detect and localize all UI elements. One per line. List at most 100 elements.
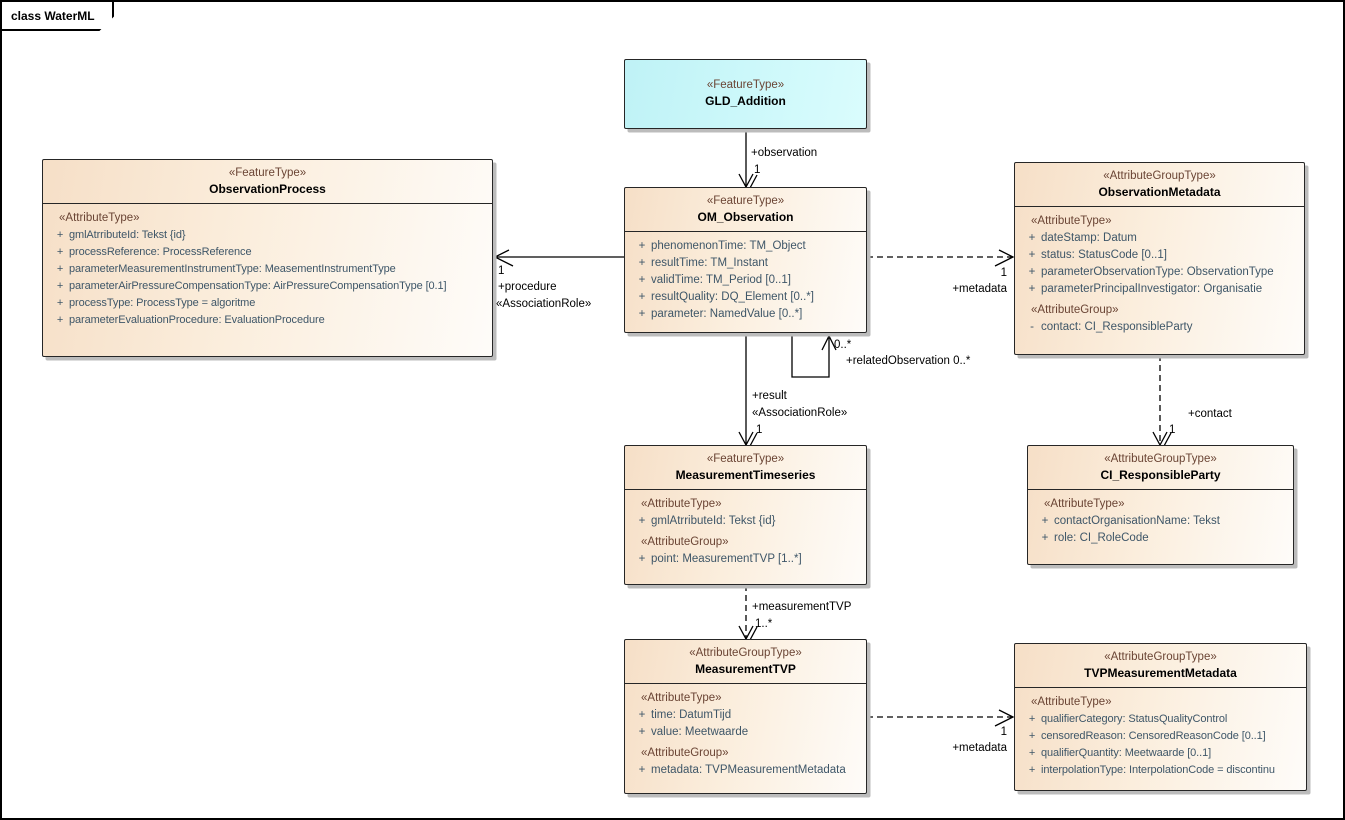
visibility-symbol: + xyxy=(56,246,64,258)
attribute: + qualifierCategory: StatusQualityControl xyxy=(1023,711,1298,728)
attribute-text: processReference: ProcessReference xyxy=(69,246,252,258)
attribute-group-stereotype: «AttributeGroup» xyxy=(641,536,729,548)
visibility-symbol: - xyxy=(1030,321,1034,333)
visibility-symbol: + xyxy=(638,515,646,527)
visibility-symbol: + xyxy=(56,314,64,326)
arrowhead-up-icon xyxy=(821,334,837,351)
attribute-compartment: «AttributeType»+time: DatumTijd+value: M… xyxy=(625,683,866,783)
attribute: + interpolationType: InterpolationCode = … xyxy=(1023,762,1298,779)
connector-multiplicity: 0..* xyxy=(834,339,852,351)
class-name: ObservationProcess xyxy=(209,182,326,196)
attribute-text: value: Meetwaarde xyxy=(651,726,749,738)
attribute-text: parameterMeasurementInstrumentType: Meas… xyxy=(69,263,396,275)
attribute-text: resultTime: TM_Instant xyxy=(651,257,768,269)
visibility-symbol: + xyxy=(1041,532,1049,544)
attribute-text: contactOrganisationName: Tekst xyxy=(1054,515,1220,527)
connector-label-observation: +observation xyxy=(751,147,818,159)
class-om-observation[interactable]: «FeatureType» OM_Observation +phenomenon… xyxy=(624,187,867,333)
attribute-compartment: «AttributeType» + contactOrganisationName:… xyxy=(1028,489,1293,551)
attribute: + parameterEvaluationProcedure: Evaluatio… xyxy=(51,312,484,329)
attribute-text: parameterObservationType: ObservationTyp… xyxy=(1041,266,1274,278)
attribute-compartment: «AttributeType»+gmlAtrributeId: Tekst {i… xyxy=(625,489,866,572)
attribute-text: metadata: TVPMeasurementMetadata xyxy=(651,764,846,776)
visibility-symbol: + xyxy=(638,709,646,721)
attribute-group-stereotype: «AttributeType» xyxy=(1031,215,1112,227)
attribute-text: status: StatusCode [0..1] xyxy=(1041,249,1167,261)
class-name: ObservationMetadata xyxy=(1098,185,1221,199)
connector-multiplicity: 1 xyxy=(1000,267,1007,279)
attribute-group-stereotype: «AttributeType» xyxy=(1031,696,1112,708)
visibility-symbol: + xyxy=(56,263,64,275)
class-name: MeasurementTVP xyxy=(695,662,796,676)
visibility-symbol: + xyxy=(1028,764,1036,776)
connector-label-metadata: +metadata xyxy=(952,742,1007,754)
attribute: +parameterPrincipalInvestigator: Organis… xyxy=(1023,281,1296,298)
attribute-text: censoredReason: CensoredReasonCode [0..1… xyxy=(1041,730,1266,742)
attribute-text: dateStamp: Datum xyxy=(1041,232,1137,244)
attribute-compartment: +phenomenonTime: TM_Object+resultTime: T… xyxy=(625,231,866,327)
class-measurement-tvp[interactable]: «AttributeGroupType» MeasurementTVP «Att… xyxy=(624,639,867,794)
class-ci-responsible-party[interactable]: «AttributeGroupType» CI_ResponsibleParty… xyxy=(1027,445,1294,565)
attribute: + parameterObservationType: ObservationTy… xyxy=(1023,264,1296,281)
visibility-symbol: + xyxy=(56,229,64,241)
attribute-group-stereotype: «AttributeType» xyxy=(1044,498,1125,510)
connector-multiplicity: 1 xyxy=(1169,424,1176,436)
attribute-text: parameterEvaluationProcedure: Evaluation… xyxy=(69,314,325,326)
attribute: + parameter: NamedValue [0..*] xyxy=(633,306,858,323)
attribute: + parameterMeasurementInstrumentType: Mea… xyxy=(51,261,484,278)
stereotype: «FeatureType» xyxy=(706,195,785,207)
stereotype: «AttributeGroupType» xyxy=(689,647,802,659)
visibility-symbol: + xyxy=(1028,713,1036,725)
attribute: +parameterAirPressureCompensationType: A… xyxy=(51,278,484,295)
connector-label-metadata: +metadata xyxy=(952,283,1007,295)
stereotype: «AttributeGroupType» xyxy=(1104,453,1217,465)
connector-multiplicity: 1 xyxy=(756,424,763,436)
class-name: OM_Observation xyxy=(697,210,794,224)
stereotype: «FeatureType» xyxy=(706,453,785,465)
visibility-symbol: + xyxy=(638,308,646,320)
class-name: CI_ResponsibleParty xyxy=(1100,468,1221,482)
attribute: +resultQuality: DQ_Element [0..*] xyxy=(633,289,858,306)
attribute-text: qualifierCategory: StatusQualityControl xyxy=(1041,713,1228,725)
attribute-text: interpolationType: InterpolationCode = d… xyxy=(1041,764,1275,776)
attribute-text: gmlAtrributeId: Tekst {id} xyxy=(69,229,186,241)
attribute-group-stereotype: «AttributeGroup» xyxy=(641,747,729,759)
class-tvp-measurement-metadata[interactable]: «AttributeGroupType» TVPMeasurementMetad… xyxy=(1014,643,1307,791)
attribute: +value: Meetwaarde xyxy=(633,724,858,741)
connector-label-related-observation: +relatedObservation 0..* xyxy=(846,355,971,367)
connector-multiplicity: 1..* xyxy=(755,618,773,630)
connector-stereotype: «AssociationRole» xyxy=(496,298,592,310)
stereotype: «AttributeGroupType» xyxy=(1103,170,1216,182)
stereotype: «FeatureType» xyxy=(706,79,785,91)
connector-stereotype: «AssociationRole» xyxy=(752,407,848,419)
attribute-text: parameter: NamedValue [0..*] xyxy=(651,308,803,320)
visibility-symbol: + xyxy=(1028,266,1036,278)
visibility-symbol: + xyxy=(638,553,646,565)
class-name: MeasurementTimeseries xyxy=(675,468,816,482)
class-observation-process[interactable]: «FeatureType» ObservationProcess «Attrib… xyxy=(42,159,493,357)
connector-label-contact: +contact xyxy=(1188,408,1232,420)
attribute: + resultTime: TM_Instant xyxy=(633,255,858,272)
visibility-symbol: + xyxy=(56,297,64,309)
attribute-compartment: «AttributeType» + gmlAtrributeId: Tekst {i… xyxy=(43,203,492,333)
attribute-text: processType: ProcessType = algoritme xyxy=(69,297,256,309)
class-measurement-timeseries[interactable]: «FeatureType» MeasurementTimeseries «Att… xyxy=(624,445,867,585)
class-gld-addition[interactable]: «FeatureType» GLD_Addition xyxy=(624,59,867,129)
visibility-symbol: + xyxy=(638,274,646,286)
attribute: -contact: CI_ResponsibleParty xyxy=(1023,319,1296,336)
attribute-text: gmlAtrributeId: Tekst {id} xyxy=(651,515,776,527)
visibility-symbol: + xyxy=(638,291,646,303)
attribute: +qualifierQuantity: Meetwaarde [0..1] xyxy=(1023,745,1298,762)
attribute-group-stereotype: «AttributeGroup» xyxy=(1031,304,1119,316)
attribute-compartment: «AttributeType» + qualifierCategory: Statu… xyxy=(1015,687,1306,783)
visibility-symbol: + xyxy=(638,257,646,269)
connector-related-observation[interactable] xyxy=(791,333,830,378)
connector-label-result: +result xyxy=(752,390,787,402)
visibility-symbol: + xyxy=(638,240,646,252)
attribute-text: qualifierQuantity: Meetwaarde [0..1] xyxy=(1041,747,1212,759)
attribute-text: time: DatumTijd xyxy=(651,709,732,721)
stereotype: «AttributeGroupType» xyxy=(1104,651,1217,663)
class-observation-metadata[interactable]: «AttributeGroupType» ObservationMetadata… xyxy=(1014,162,1305,355)
attribute-group-stereotype: «AttributeType» xyxy=(59,212,140,224)
class-name: TVPMeasurementMetadata xyxy=(1084,666,1237,680)
